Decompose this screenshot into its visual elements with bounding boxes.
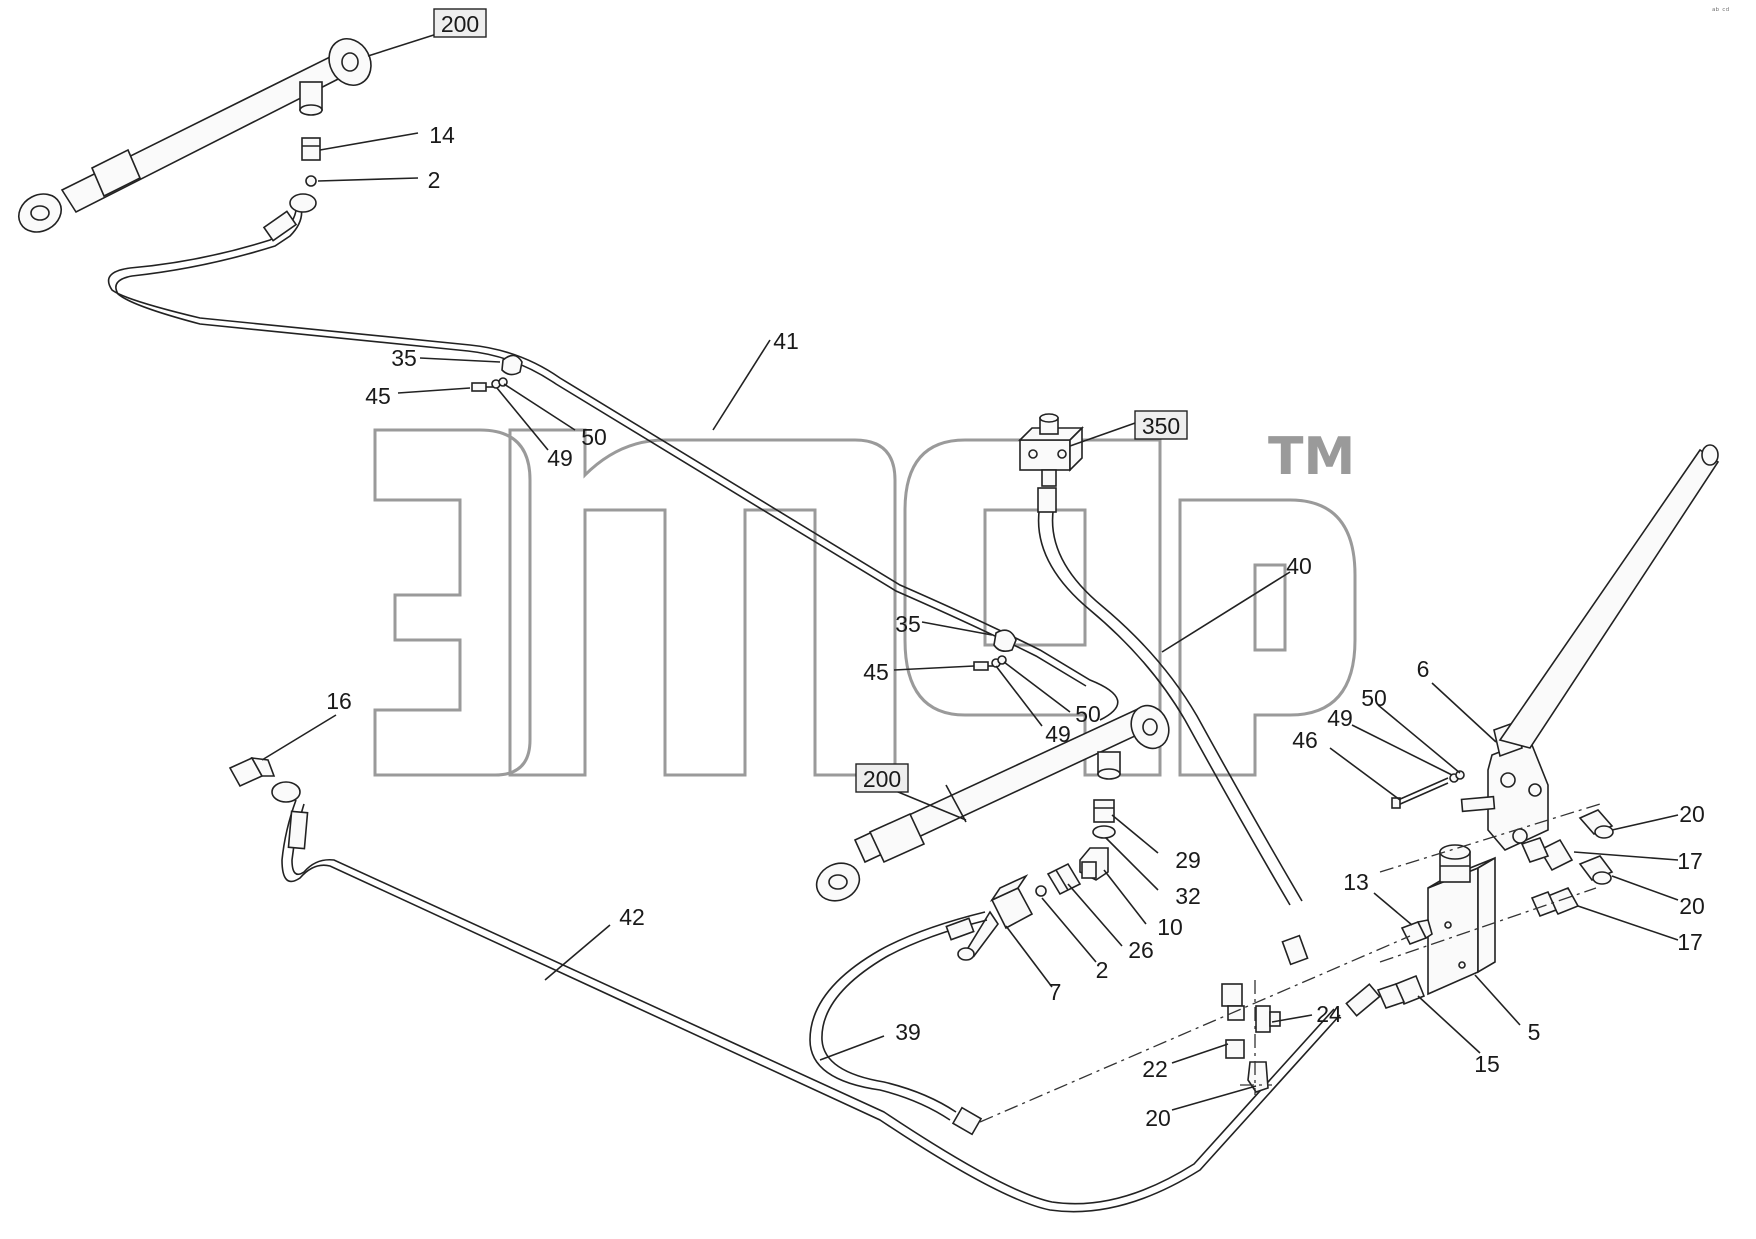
callout-41: 41 [773, 328, 799, 354]
clamp-35-top [471, 354, 523, 392]
callout-17-lower: 17 [1677, 929, 1703, 955]
leader-lines [261, 32, 1679, 1111]
fitting-29 [1093, 799, 1115, 823]
callout-box-200-middle [855, 763, 909, 793]
corner-mark: ᵃᵇ ᶜᵈ [1712, 7, 1730, 17]
callout-2-bottom: 2 [1096, 957, 1109, 983]
trademark-text: TM [1268, 427, 1355, 487]
callout-box-200-top [433, 8, 487, 38]
callout-16: 16 [326, 688, 352, 714]
callout-350: 350 [1142, 413, 1180, 439]
fitting-17-upper [1520, 837, 1574, 872]
elbow-20-upper [1578, 809, 1614, 839]
callout-17-upper: 17 [1677, 848, 1703, 874]
hose-42 [281, 799, 1381, 1213]
callout-22: 22 [1142, 1056, 1168, 1082]
elbow-10 [1079, 847, 1109, 881]
fitting-16 [228, 756, 301, 803]
adapter-26 [1046, 862, 1082, 896]
watermark-logo: TM [373, 427, 1357, 777]
callout-42: 42 [619, 904, 645, 930]
callout-13: 13 [1343, 869, 1369, 895]
callout-20-upper: 20 [1679, 801, 1705, 827]
callout-26: 26 [1128, 937, 1154, 963]
quick-coupler-7 [957, 874, 1034, 961]
callout-200-top: 200 [441, 11, 479, 37]
fitting-14 [301, 137, 321, 187]
callout-20-lower: 20 [1679, 893, 1705, 919]
hydraulic-cylinder-middle [815, 704, 1170, 902]
fitting-24 [1255, 1005, 1281, 1033]
control-valve-6 [1460, 444, 1720, 851]
callout-24: 24 [1316, 1001, 1342, 1027]
fitting-17-lower [1530, 886, 1580, 918]
callout-46: 46 [1292, 727, 1318, 753]
callout-39: 39 [895, 1019, 921, 1045]
callout-49-middle: 49 [1045, 721, 1071, 747]
callout-40: 40 [1286, 553, 1312, 579]
callout-labels: 200 14 2 35 45 50 49 41 350 40 35 45 50 … [326, 8, 1705, 1131]
bolt-46 [1391, 770, 1465, 809]
clamp-35-middle [973, 629, 1017, 671]
callout-2-top: 2 [428, 167, 441, 193]
washer-32 [1092, 825, 1116, 839]
callout-50-right: 50 [1361, 685, 1387, 711]
callout-6: 6 [1417, 656, 1430, 682]
elbow-20-lower [1578, 855, 1614, 885]
callout-32: 32 [1175, 883, 1201, 909]
valve-block-5 [1427, 844, 1496, 996]
callout-14: 14 [429, 122, 455, 148]
callout-50-middle: 50 [1075, 701, 1101, 727]
hydraulic-cylinder-top [18, 38, 372, 233]
callout-45-top: 45 [365, 383, 391, 409]
callout-50-top: 50 [581, 424, 607, 450]
fitting-15 [1376, 974, 1426, 1009]
alignment-line-3 [979, 935, 1411, 1123]
callout-29: 29 [1175, 847, 1201, 873]
callout-35-middle: 35 [895, 611, 921, 637]
hose-41 [107, 193, 1119, 721]
hose-40 [1037, 487, 1309, 966]
callout-7: 7 [1049, 979, 1062, 1005]
callout-45-middle: 45 [863, 659, 889, 685]
hose-39 [809, 911, 988, 1136]
callout-15: 15 [1474, 1051, 1500, 1077]
alignment-line-1 [1379, 803, 1601, 873]
alignment-line-2 [1379, 887, 1597, 963]
callout-5: 5 [1528, 1019, 1541, 1045]
tee-22 [1221, 983, 1245, 1059]
callout-200-middle: 200 [863, 766, 901, 792]
callout-35-top: 35 [391, 345, 417, 371]
seal-2 [1035, 885, 1047, 897]
callout-10: 10 [1157, 914, 1183, 940]
callout-49-top: 49 [547, 445, 573, 471]
valve-350 [1018, 413, 1084, 487]
callout-49-right: 49 [1327, 705, 1353, 731]
callout-box-350 [1134, 410, 1188, 440]
callout-20-bottom: 20 [1145, 1105, 1171, 1131]
fitting-13 [1400, 919, 1433, 946]
